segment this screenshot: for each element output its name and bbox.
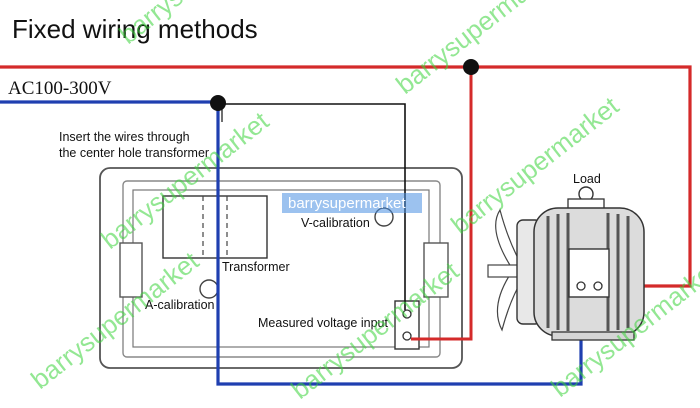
watermark-text: barrysupermarket (25, 245, 205, 395)
supply-voltage-label: AC100-300V (8, 78, 112, 99)
neutral-lead-to-input (222, 103, 406, 310)
left-mount-clip (119, 242, 143, 298)
live-tap-to-input (411, 67, 473, 341)
instruction-line-2: the center hole transformer (59, 146, 209, 160)
a-calibration-label: A-calibration (145, 298, 215, 312)
neutral-junction-dot (210, 95, 226, 111)
live-junction-dot (463, 59, 479, 75)
v-calibration-label: V-calibration (301, 216, 370, 230)
transformer-label: Transformer (222, 260, 290, 274)
current-transformer (162, 195, 268, 259)
motor-terminal-box (568, 248, 610, 298)
watermark-text: barrysupermarket (390, 0, 570, 100)
load-motor (487, 186, 645, 341)
voltage-input-terminal (394, 300, 420, 350)
neutral-wire (0, 100, 583, 386)
page-title: Fixed wiring methods (12, 14, 258, 44)
right-mount-clip (423, 242, 449, 298)
watermark-banner (282, 193, 422, 213)
meter-body (99, 167, 463, 369)
live-wire (0, 65, 692, 288)
measured-input-label: Measured voltage input (258, 316, 388, 330)
instruction-line-1: Insert the wires through (59, 130, 190, 144)
watermark-banner-text: barrysupermarket (288, 195, 406, 212)
load-label: Load (573, 172, 601, 186)
a-calibration-pot (199, 279, 219, 299)
watermark-text: barrysupermarket (95, 105, 275, 255)
